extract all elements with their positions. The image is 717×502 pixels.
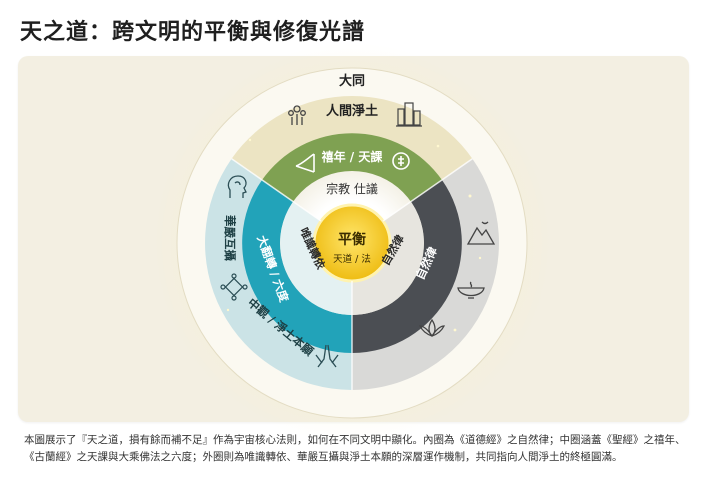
- outer-label-left: 華嚴互攝: [223, 215, 237, 261]
- middle-label-top: 禧年 / 天課: [322, 149, 384, 164]
- network-icon: [220, 273, 248, 301]
- inner-label-top: 宗教 仕議: [326, 181, 378, 196]
- dividers: [231, 158, 473, 390]
- caption: 本圖展示了『天之道，損有餘而補不足』作為宇宙核心法則，如何在不同文明中顯化。內圈…: [24, 434, 686, 463]
- city-icon: [396, 102, 422, 127]
- center-title: 平衡: [338, 231, 366, 248]
- mountain-icon: [466, 221, 496, 245]
- page-title: 天之道：跨文明的平衡與修復光譜: [20, 20, 366, 45]
- outer-label-top: 人間淨土: [326, 103, 378, 119]
- praying-hands-icon: [315, 344, 339, 368]
- sparkles: [226, 138, 482, 332]
- lotus-icon: [418, 318, 446, 337]
- coin-icon: [392, 152, 410, 170]
- community-icon: [288, 105, 306, 125]
- mind-icon: [227, 175, 247, 198]
- outer-label-datong: 大同: [339, 73, 365, 89]
- center-subtitle: 天道 / 法: [333, 253, 371, 265]
- bowl-icon: [457, 281, 485, 299]
- shofar-icon: [295, 153, 315, 173]
